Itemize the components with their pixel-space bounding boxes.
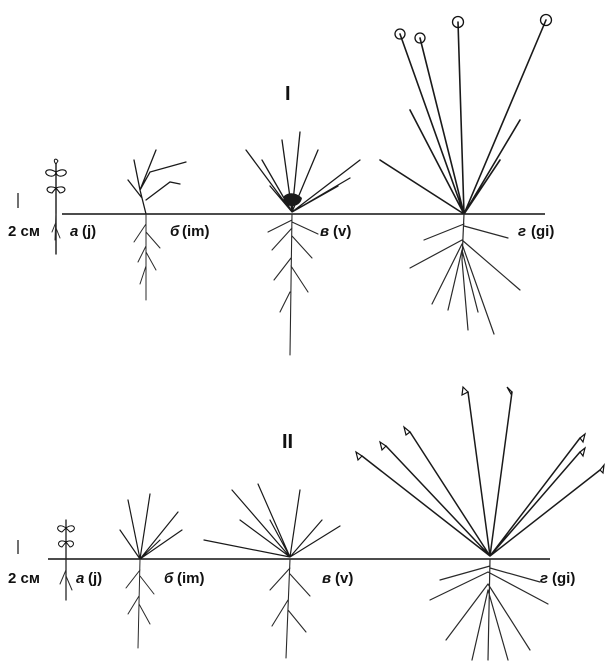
stage-code: (gi) [531, 223, 554, 240]
plant-generative [356, 387, 604, 660]
stage-label-b: б (im) [164, 570, 205, 587]
plant-virginile [204, 484, 340, 658]
stage-code: (im) [182, 223, 210, 240]
scale-label: 2 см [8, 570, 40, 587]
stage-letter: в [322, 570, 331, 587]
stage-label-a: а (j) [70, 223, 96, 240]
stage-letter: г [540, 570, 548, 587]
plant-juvenile [58, 520, 75, 600]
stage-letter: г [518, 223, 526, 240]
stage-code: (j) [82, 223, 96, 240]
panel-II: II 2 см а (j) б (im) в (v) г (gi) [8, 387, 604, 660]
stage-letter: а [76, 570, 84, 587]
panel-I: I 2 см а (j) б (im) в (v) г (gi) [8, 15, 554, 356]
panel-numeral: II [282, 431, 293, 453]
panel-numeral: I [285, 83, 291, 105]
stage-label-v: в (v) [322, 570, 353, 587]
stage-label-v: в (v) [320, 223, 351, 240]
stage-label-g: г (gi) [518, 223, 554, 240]
plant-generative [380, 15, 552, 335]
stage-label-b: б (im) [170, 223, 210, 240]
plant-virginile [246, 132, 360, 355]
stage-code: (gi) [552, 570, 575, 587]
stage-letter: б [170, 223, 180, 240]
stage-label-g: г (gi) [540, 570, 575, 587]
stage-letter: б [164, 570, 174, 587]
stage-letter: в [320, 223, 329, 240]
stage-label-a: а (j) [76, 570, 102, 587]
stage-letter: а [70, 223, 78, 240]
stage-code: (im) [177, 570, 205, 587]
stage-code: (j) [88, 570, 102, 587]
stage-code: (v) [333, 223, 351, 240]
stage-code: (v) [335, 570, 353, 587]
scale-label: 2 см [8, 223, 40, 240]
plant-juvenile [46, 159, 67, 254]
